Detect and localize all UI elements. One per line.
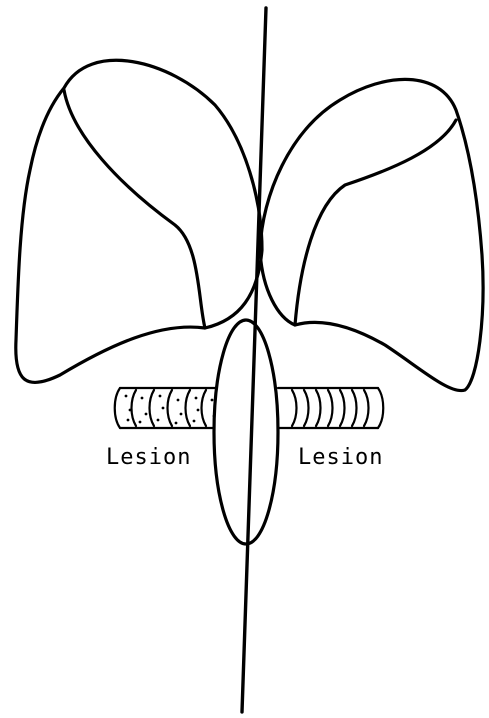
left-lesion-label: Lesion	[106, 445, 191, 470]
left-lobe-inner-line	[64, 90, 205, 328]
right-lobe-inner-line	[295, 120, 456, 325]
right-lobe-outline	[260, 79, 483, 390]
central-oval	[214, 320, 278, 544]
left-lesion-cylinder	[115, 388, 222, 428]
left-lobe-outline	[16, 60, 262, 382]
right-lesion-label: Lesion	[298, 445, 383, 470]
right-lesion-cylinder	[278, 388, 383, 428]
